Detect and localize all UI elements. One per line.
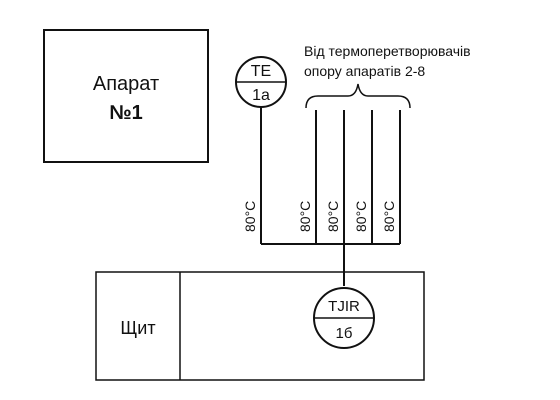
apparatus-label-line1: Апарат (93, 73, 159, 95)
apparatus-box (43, 29, 209, 163)
panel-box (95, 271, 425, 381)
temp-label-0: 80°C (242, 201, 258, 232)
apparatus-label-line2: №1 (109, 102, 142, 124)
te-sensor-bottom-label: 1а (252, 87, 270, 104)
panel-label: Щит (120, 318, 155, 338)
temp-label-1: 80°C (297, 201, 313, 232)
tjir-bottom-label: 1б (336, 325, 353, 342)
temp-label-3: 80°C (353, 201, 369, 232)
temp-label-4: 80°C (381, 201, 397, 232)
temp-label-2: 80°C (325, 201, 341, 232)
te-sensor-top-label: TE (251, 63, 271, 80)
tjir-top-label: TJIR (328, 298, 360, 315)
group-brace (305, 83, 411, 109)
note-line2: опору апаратів 2-8 (304, 63, 425, 79)
note-line1: Від термоперетворювачів (304, 43, 471, 59)
